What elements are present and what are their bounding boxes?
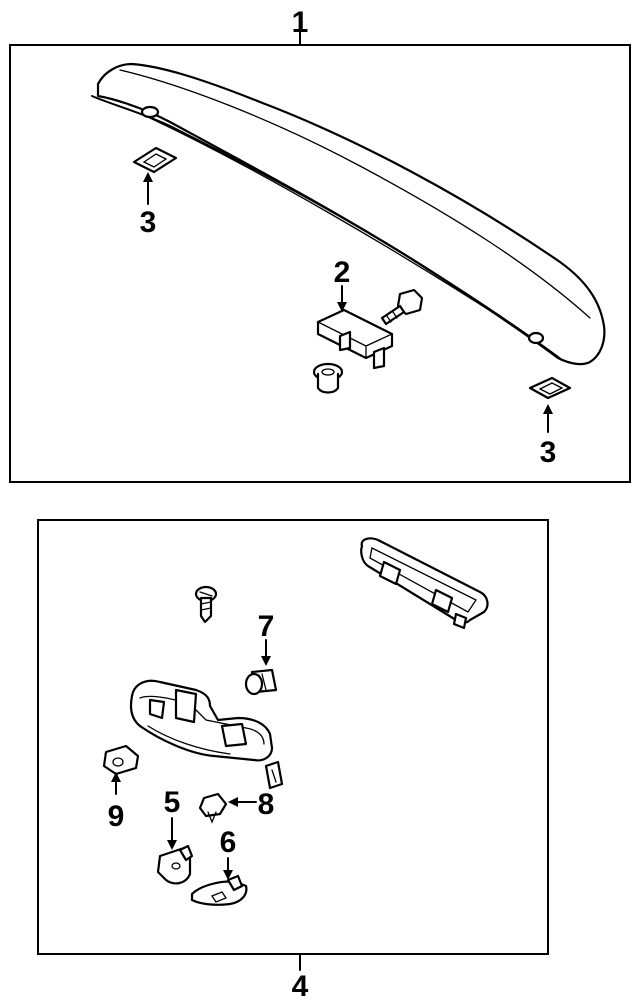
- callout-6-arrow: [223, 870, 233, 880]
- callout-1[interactable]: 1: [292, 6, 309, 39]
- callout-7[interactable]: 7: [258, 610, 275, 643]
- callout-3b-arrow: [543, 404, 553, 414]
- callout-8-arrow: [228, 797, 238, 807]
- clip-9[interactable]: [102, 744, 140, 776]
- spoiler-bolt[interactable]: [380, 288, 424, 326]
- callout-9-arrow: [111, 772, 121, 782]
- high-mount-lamp-lens[interactable]: [360, 537, 489, 630]
- callout-5-arrow: [167, 840, 177, 850]
- callout-2-arrow: [337, 302, 347, 312]
- lamp-housing[interactable]: [129, 679, 274, 762]
- lower-assembly-group: 4 7: [37, 519, 549, 1002]
- retainer-clip[interactable]: [264, 760, 284, 790]
- bulb-socket[interactable]: [244, 668, 278, 696]
- bracket-plate-5[interactable]: [156, 844, 194, 885]
- lower-frame: [37, 519, 549, 955]
- callout-3a-arrow: [143, 172, 153, 182]
- bracket-plate-6[interactable]: [190, 874, 248, 906]
- clip-nut-8[interactable]: [198, 792, 228, 824]
- callout-4[interactable]: 4: [292, 970, 309, 1002]
- callout-2[interactable]: 2: [334, 256, 351, 289]
- spoiler-grommet[interactable]: [312, 362, 344, 394]
- rear-spoiler[interactable]: [91, 62, 606, 366]
- callout-6[interactable]: 6: [220, 826, 237, 859]
- upper-frame: [9, 44, 631, 483]
- spoiler-pad-right[interactable]: [528, 376, 572, 400]
- lamp-screw[interactable]: [194, 585, 218, 624]
- callout-3a[interactable]: 3: [140, 206, 157, 239]
- upper-assembly-group: 1 3 3 2: [9, 6, 631, 483]
- callout-8[interactable]: 8: [258, 788, 275, 821]
- callout-7-arrow: [261, 656, 271, 666]
- callout-9[interactable]: 9: [108, 800, 125, 833]
- callout-5[interactable]: 5: [164, 786, 181, 819]
- spoiler-bracket[interactable]: [316, 308, 394, 370]
- callout-3b[interactable]: 3: [540, 436, 557, 469]
- spoiler-pad-left[interactable]: [132, 146, 178, 174]
